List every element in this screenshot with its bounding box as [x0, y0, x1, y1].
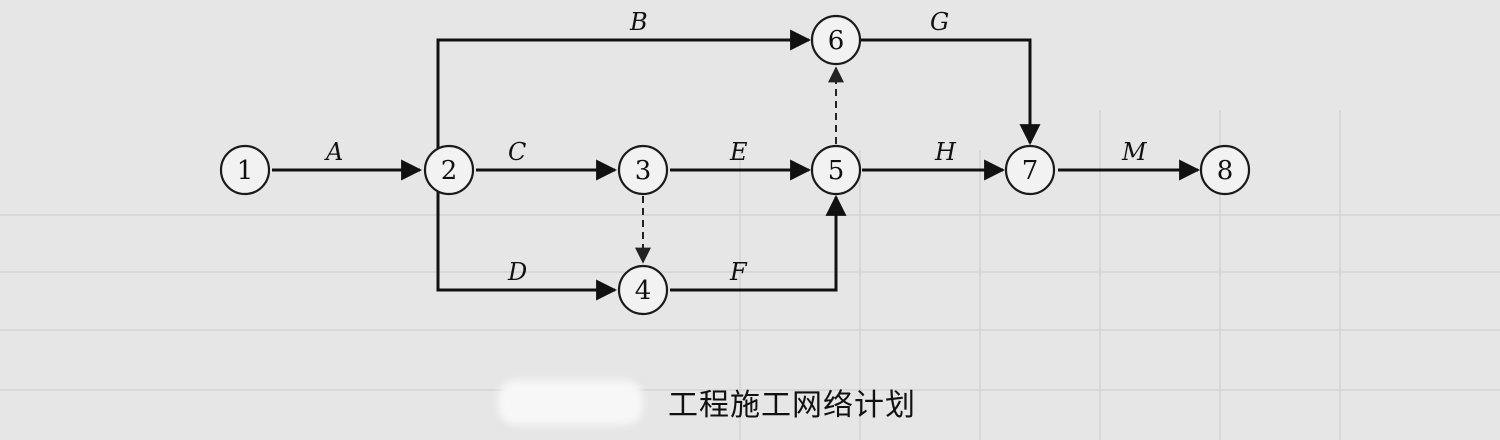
activity-label-f: F: [729, 258, 748, 286]
activity-arrow-d: [436, 192, 618, 301]
node-8: 8: [1199, 144, 1251, 196]
node-2: 2: [423, 144, 475, 196]
node-label-6: 6: [828, 26, 845, 56]
activity-arrow-f: [670, 194, 847, 292]
node-label-8: 8: [1217, 156, 1234, 186]
node-label-7: 7: [1022, 156, 1039, 186]
diagram-caption: 工程施工网络计划: [668, 388, 916, 423]
node-5: 5: [810, 144, 862, 196]
node-label-3: 3: [635, 156, 652, 186]
activity-label-a: A: [324, 138, 343, 166]
node-7: 7: [1004, 144, 1056, 196]
activity-label-b: B: [629, 8, 648, 36]
node-6: 6: [810, 14, 862, 66]
white-smudge: [498, 380, 643, 425]
activity-edges: [272, 29, 1201, 301]
activity-label-d: D: [507, 258, 527, 286]
node-4: 4: [617, 264, 669, 316]
activity-labels: A B C D E F G H M: [324, 8, 1148, 286]
activity-label-e: E: [729, 138, 748, 166]
node-label-5: 5: [828, 156, 845, 186]
activity-label-g: G: [930, 8, 949, 36]
activity-label-m: M: [1121, 138, 1148, 166]
activity-arrow-b: [436, 29, 812, 148]
activity-arrow-g: [860, 38, 1041, 146]
nodes: 1 2 3 4 5 6 7: [219, 14, 1251, 316]
node-1: 1: [219, 144, 271, 196]
node-3: 3: [617, 144, 669, 196]
activity-label-h: H: [934, 138, 957, 166]
node-label-1: 1: [237, 156, 254, 186]
activity-label-c: C: [508, 138, 526, 166]
node-label-4: 4: [635, 276, 652, 306]
node-label-2: 2: [441, 156, 458, 186]
